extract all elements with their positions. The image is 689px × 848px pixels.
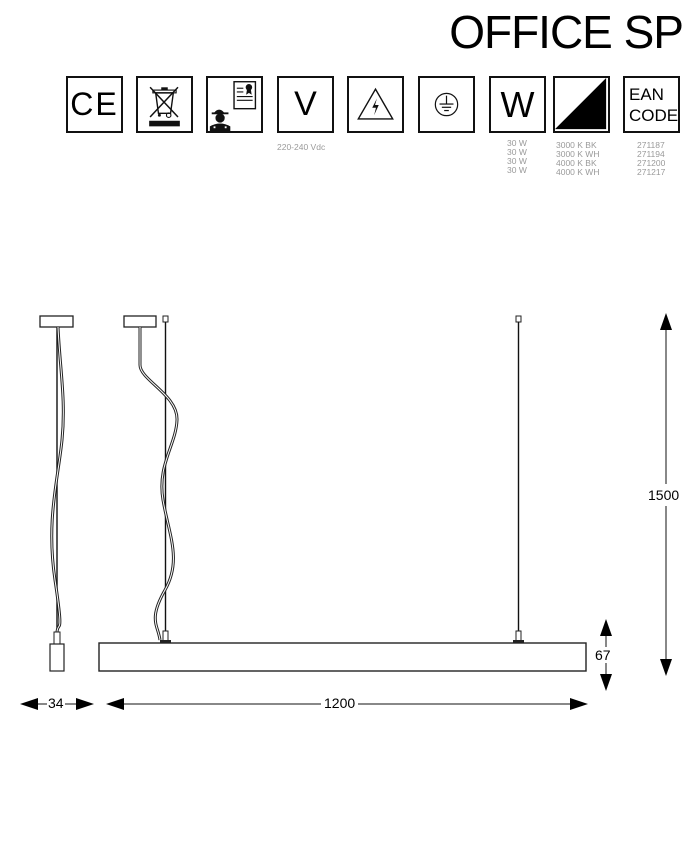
electric-hazard-icon bbox=[347, 76, 404, 133]
earth-ground-icon bbox=[418, 76, 475, 133]
wattage-caption: 30 W 30 W 30 W 30 W bbox=[507, 138, 527, 175]
voltage-caption: 220-240 Vdc bbox=[277, 142, 326, 152]
side-view bbox=[39, 315, 74, 672]
ean-caption: 271187 271194 271200 271217 bbox=[637, 140, 666, 177]
ean-code-icon: EAN CODE bbox=[623, 76, 680, 133]
voltage-icon: V bbox=[277, 76, 334, 133]
product-title: OFFICE SP bbox=[449, 6, 684, 58]
dim-label-length: 1200 bbox=[321, 695, 359, 711]
dim-label-side-width: 34 bbox=[47, 695, 65, 711]
dim-label-total-height: 1500 bbox=[647, 484, 681, 506]
color-finish-caption: 3000 K BK 3000 K WH 4000 K BK 4000 K WH bbox=[556, 140, 600, 177]
qualified-installer-icon bbox=[206, 76, 263, 133]
dim-label-profile-height: 67 bbox=[594, 647, 612, 663]
ce-mark-icon: CE bbox=[66, 76, 123, 133]
color-finish-icon bbox=[553, 76, 610, 133]
weee-crossed-bin-icon bbox=[136, 76, 193, 133]
wattage-icon: W bbox=[489, 76, 546, 133]
front-view bbox=[98, 315, 587, 672]
